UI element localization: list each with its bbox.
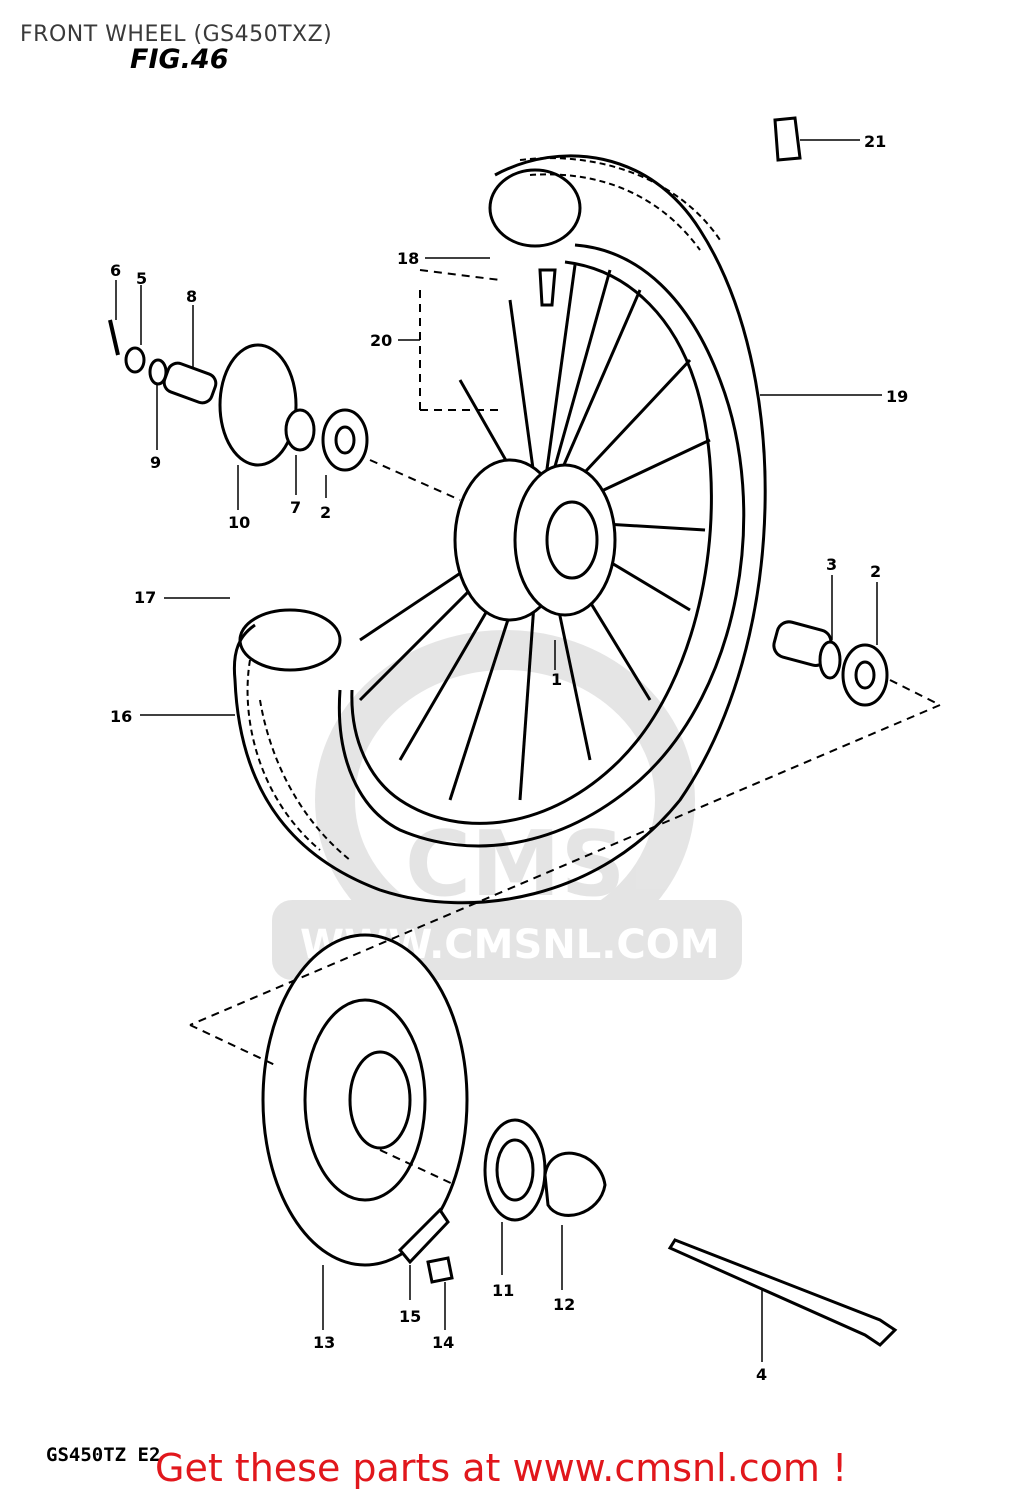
- part-14-bolt: [426, 1256, 454, 1284]
- callout-2-right: 2: [870, 562, 881, 581]
- part-21-valve-cap: [773, 116, 802, 162]
- model-code: GS450TZ E2: [46, 1444, 161, 1466]
- wheel-hub: [453, 458, 617, 622]
- tyre-inner: [337, 243, 746, 848]
- part-5-nut: [124, 346, 146, 374]
- callout-12: 12: [553, 1295, 575, 1314]
- callout-11: 11: [492, 1281, 514, 1300]
- tyre-outer: [232, 154, 767, 905]
- part-7-spacer: [284, 408, 316, 452]
- page-title: FRONT WHEEL (GS450TXZ): [20, 22, 333, 47]
- part-9-washer: [148, 358, 168, 386]
- callout-14: 14: [432, 1333, 454, 1352]
- watermark-logo: CMS: [405, 812, 625, 917]
- callout-2-left: 2: [320, 503, 331, 522]
- part-12-speedo-gear: [543, 1151, 607, 1217]
- tyre-cut-bottom: [238, 608, 342, 672]
- part-18-valve: [538, 268, 557, 307]
- leader-lines: [115, 139, 882, 1362]
- part-10-plate: [218, 343, 298, 467]
- figure-number: FIG.46: [130, 44, 229, 75]
- wheel-assembly: [232, 154, 767, 905]
- callout-6: 6: [110, 261, 121, 280]
- callout-20: 20: [370, 331, 392, 350]
- rim: [350, 260, 713, 825]
- callout-1: 1: [551, 670, 562, 689]
- callout-13: 13: [313, 1333, 335, 1352]
- callout-19: 19: [886, 387, 908, 406]
- right-hub-parts: [538, 116, 889, 707]
- callout-18: 18: [397, 249, 419, 268]
- callout-5: 5: [136, 269, 147, 288]
- callout-21: 21: [864, 132, 886, 151]
- left-hub-parts: [108, 319, 369, 472]
- part-8-spacer: [162, 361, 218, 405]
- part-15-lock-plate: [397, 1207, 450, 1265]
- brake-disc: [261, 933, 898, 1347]
- callout-9: 9: [150, 453, 161, 472]
- callout-10: 10: [228, 513, 250, 532]
- callout-16: 16: [110, 707, 132, 726]
- callout-labels: 6 5 8 9 10 7 2 17 16 18 20 19 21 3 2 1 1…: [110, 132, 908, 1384]
- assembly-lines: [189, 269, 941, 1186]
- callout-4: 4: [756, 1365, 767, 1384]
- callout-7: 7: [290, 498, 301, 517]
- part-4-axle: [667, 1238, 898, 1347]
- callout-17: 17: [134, 588, 156, 607]
- part-6-cotter-pin: [108, 319, 120, 356]
- callout-3: 3: [826, 555, 837, 574]
- callout-15: 15: [399, 1307, 421, 1326]
- callout-8: 8: [186, 287, 197, 306]
- buy-parts-link[interactable]: Get these parts at www.cmsnl.com !: [155, 1446, 848, 1490]
- tyre-cut-top: [488, 168, 582, 248]
- cms-watermark: CMS WWW.CMSNL.COM: [272, 630, 742, 980]
